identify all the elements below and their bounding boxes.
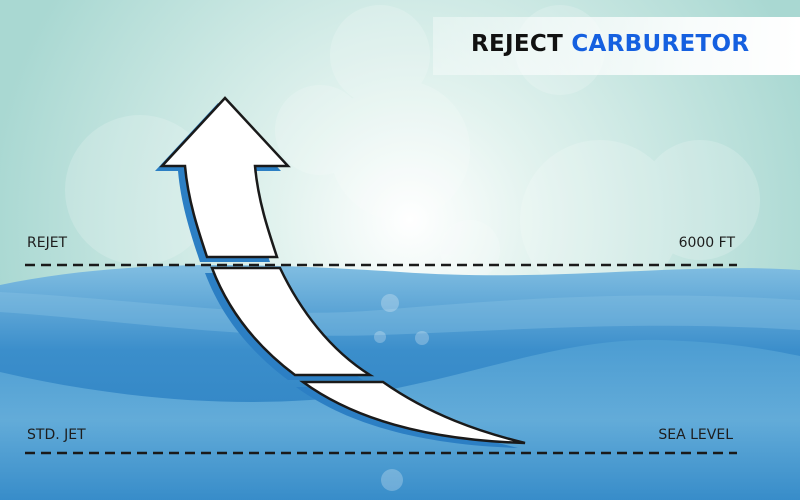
rejet-label: REJET — [27, 235, 68, 251]
altitude-6000-label: 6000 FT — [678, 235, 735, 251]
std-jet-label: STD. JET — [27, 427, 86, 443]
water-highlight — [0, 292, 800, 336]
bubbles — [374, 294, 429, 491]
page-title: REJECT CARBURETOR — [471, 31, 749, 57]
title-part-reject: REJECT — [471, 31, 564, 57]
title-banner — [433, 17, 800, 75]
arrow-tail-segment — [299, 380, 526, 445]
arrow-middle-segment — [210, 266, 375, 377]
up-arrow-icon — [159, 96, 526, 445]
title-part-carburetor: CARBURETOR — [571, 31, 750, 57]
arrow-head-segment — [159, 96, 291, 259]
sea-level-label: SEA LEVEL — [658, 427, 733, 443]
